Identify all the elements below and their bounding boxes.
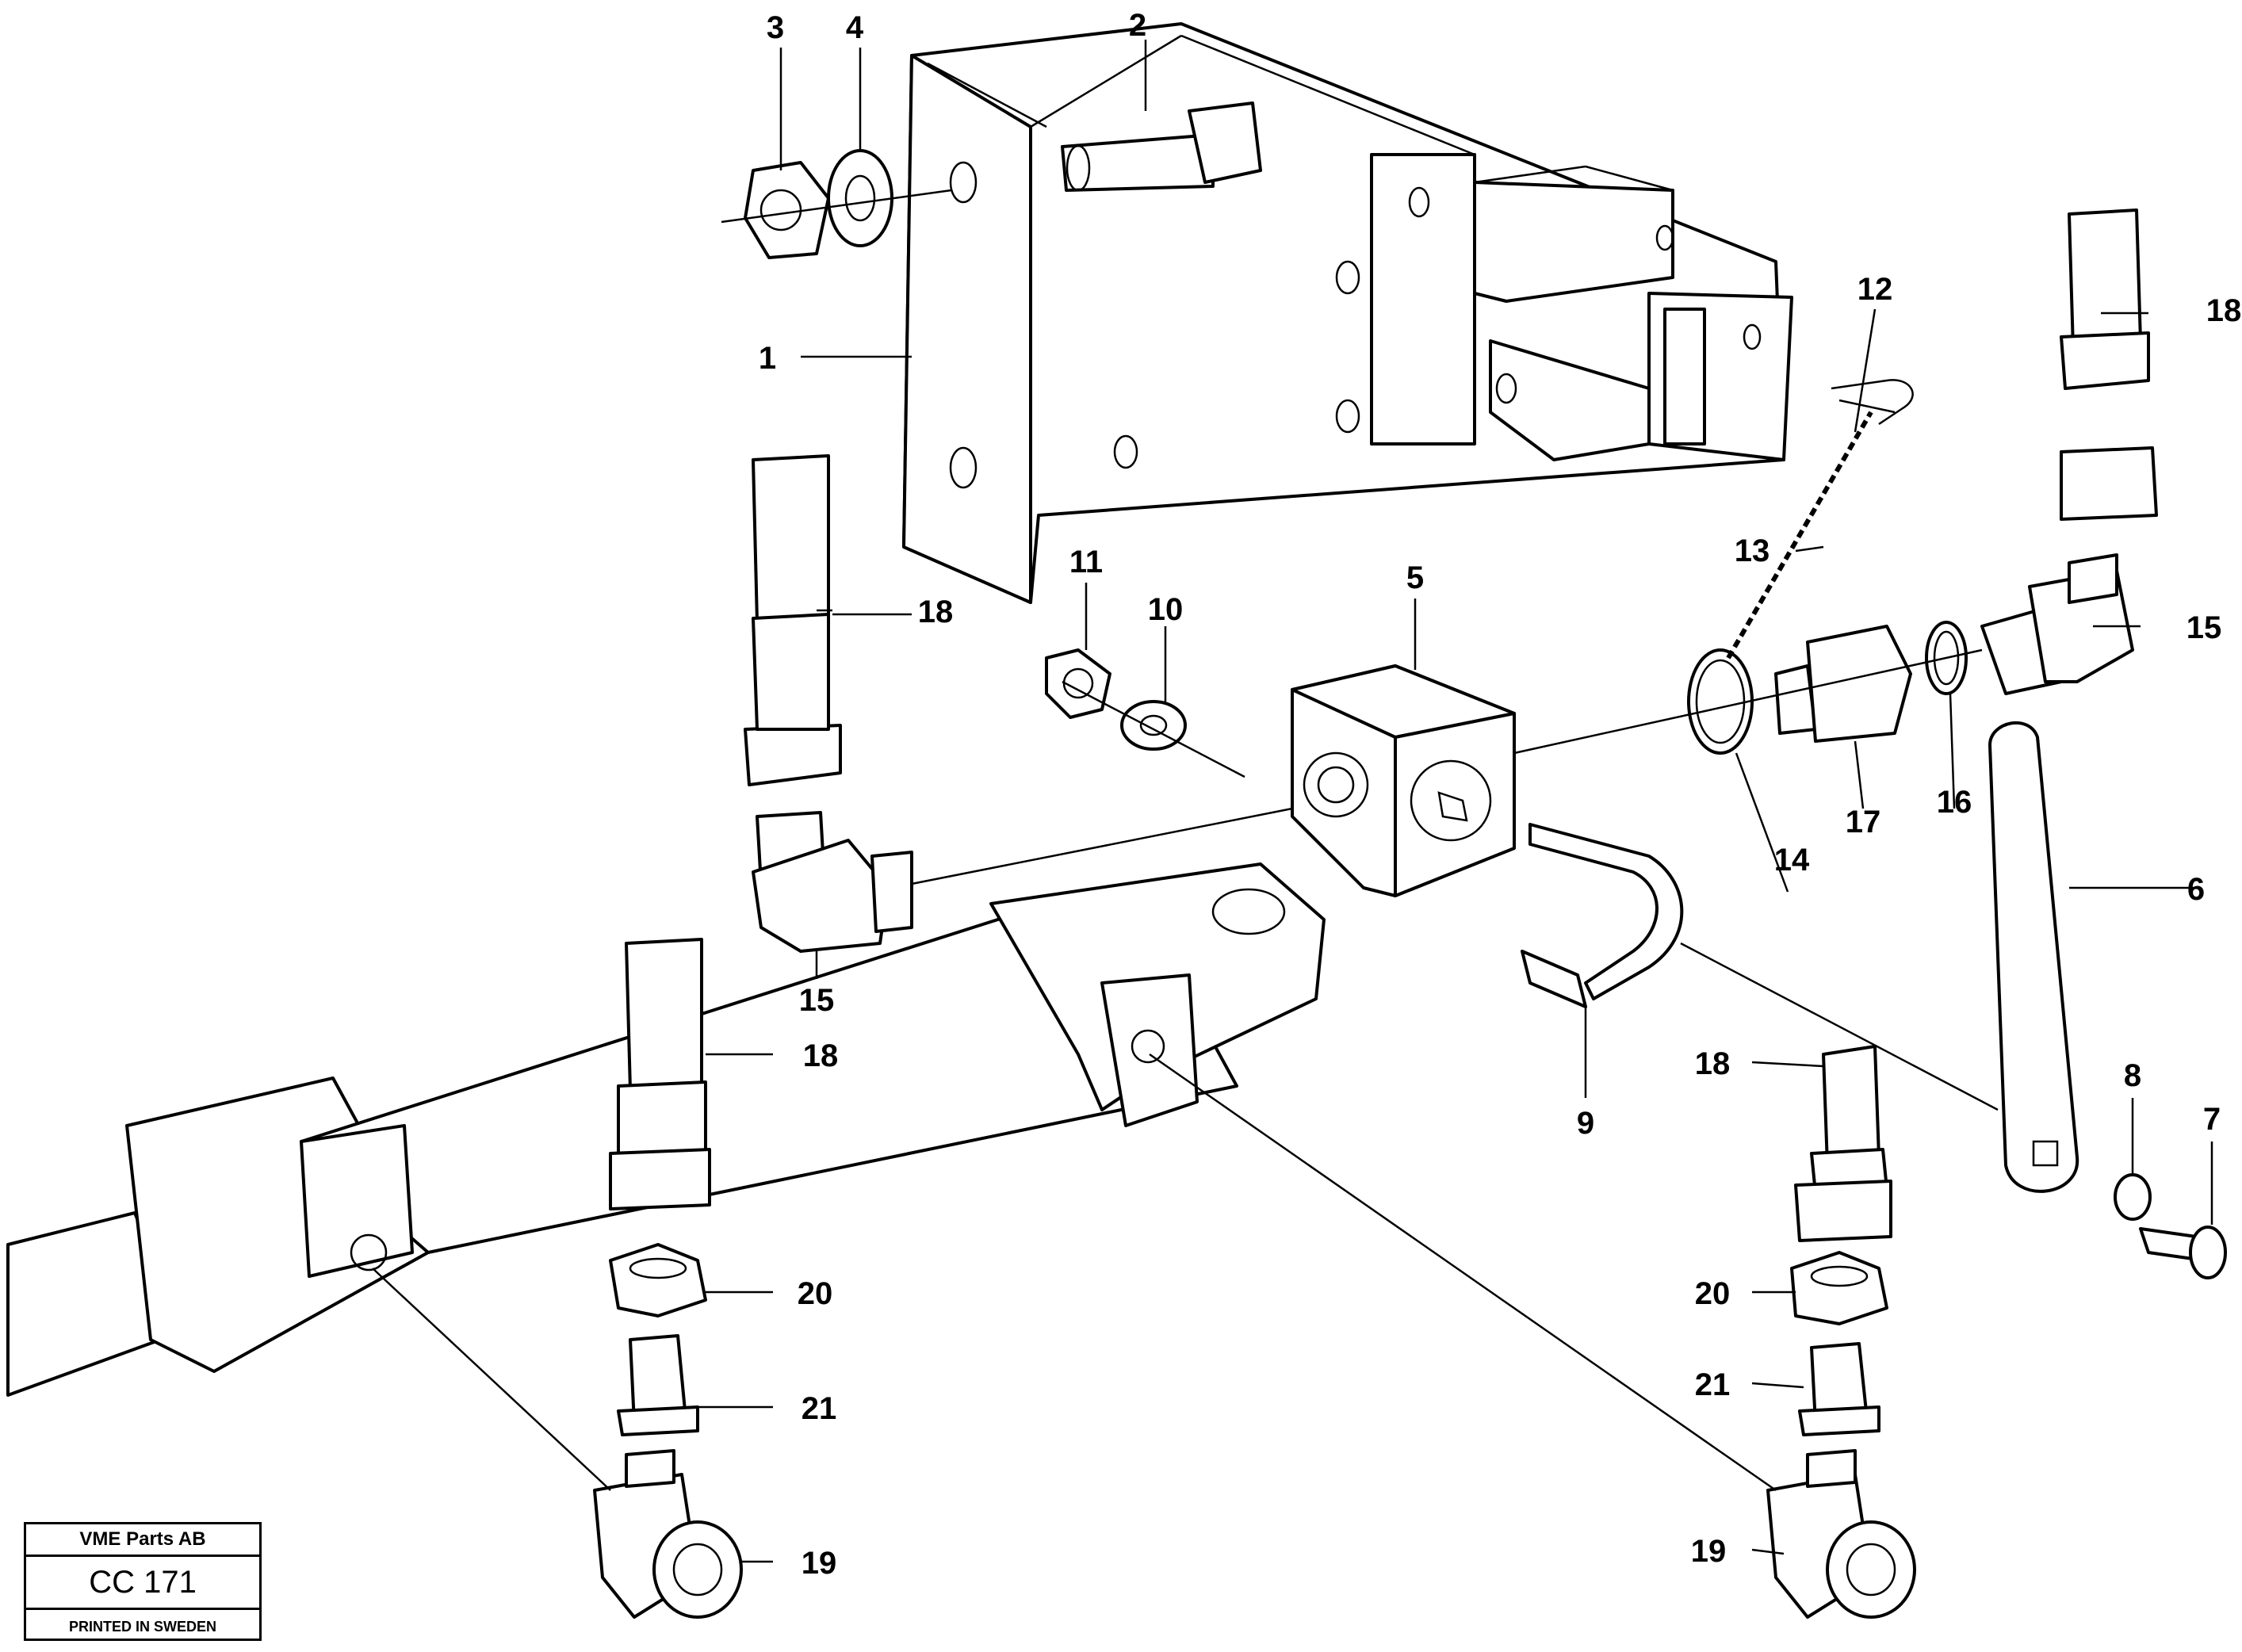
- hose-part-18-left-lower: [609, 938, 711, 1210]
- hydraulic-cylinder: [6, 862, 1326, 1397]
- elbow-part-15-left: [752, 811, 913, 953]
- callout-14: 14: [1774, 843, 1810, 878]
- callout-10: 10: [1148, 592, 1184, 627]
- callout-9: 9: [1577, 1106, 1594, 1141]
- callout-7: 7: [2203, 1102, 2221, 1137]
- washer-part-8: [2114, 1173, 2152, 1221]
- callout-18-right-upper: 18: [2206, 293, 2242, 328]
- ring-part-14: [1687, 648, 1754, 755]
- drawing-code: CC 171: [26, 1557, 259, 1610]
- printed-note: PRINTED IN SWEDEN: [68, 1618, 216, 1635]
- callout-18-left-lower: 18: [803, 1038, 839, 1073]
- nut-part-3: [744, 161, 830, 259]
- callout-5: 5: [1406, 560, 1424, 595]
- callout-17: 17: [1846, 805, 1881, 839]
- callout-8: 8: [2124, 1058, 2141, 1093]
- elbow-part-19-left: [593, 1449, 743, 1619]
- hose-part-18-right-lower: [1794, 1045, 1892, 1242]
- pin-part-12: [1831, 379, 1914, 426]
- callout-3: 3: [767, 10, 784, 45]
- callout-19-left: 19: [802, 1546, 837, 1581]
- nipple-part-21-right: [1798, 1342, 1880, 1436]
- callout-21-right: 21: [1695, 1367, 1731, 1402]
- leader-lines: [694, 40, 2213, 1563]
- elbow-part-19-right: [1766, 1449, 1916, 1619]
- bolt-part-2: [1061, 101, 1262, 192]
- callout-6: 6: [2187, 872, 2205, 907]
- callout-20-right: 20: [1695, 1276, 1731, 1311]
- chain-part-13: [1726, 411, 1873, 660]
- washer-part-4: [827, 149, 893, 247]
- hose-part-18-left-upper: [744, 454, 842, 786]
- callout-18-right-lower: 18: [1695, 1046, 1731, 1081]
- elbow-part-15-right: [1980, 553, 2134, 695]
- coupling-part-17: [1774, 625, 1912, 743]
- callout-16: 16: [1937, 785, 1972, 820]
- nut-part-11: [1045, 648, 1111, 719]
- callout-4: 4: [846, 10, 864, 45]
- callout-18-left-upper: 18: [918, 595, 954, 629]
- hose-part-18-right-upper: [2060, 208, 2158, 521]
- u-bolt-part-9: [1521, 823, 1684, 1008]
- title-block: VME Parts AB CC 171 PRINTED IN SWEDEN: [24, 1522, 262, 1641]
- callout-21-left: 21: [802, 1391, 837, 1426]
- callout-15-left: 15: [799, 983, 835, 1018]
- callout-labels: 3 4 2 1 12 18 18 13 11 5 10 15 17 16 14 …: [759, 8, 2241, 1581]
- callout-13: 13: [1735, 533, 1770, 568]
- screw-part-7: [2139, 1226, 2227, 1279]
- valve-block-part-5: [1291, 664, 1516, 897]
- callout-11: 11: [1069, 545, 1103, 579]
- lever-part-6: [1988, 721, 2079, 1193]
- callout-15-right: 15: [2187, 610, 2222, 645]
- callout-20-left: 20: [798, 1276, 833, 1311]
- nipple-part-21-left: [617, 1334, 699, 1436]
- callout-12: 12: [1857, 272, 1893, 307]
- callout-19-right: 19: [1691, 1534, 1727, 1569]
- callout-1: 1: [759, 341, 776, 376]
- bracket-part-1: [902, 22, 1793, 604]
- nut-part-20-right: [1790, 1251, 1888, 1325]
- callout-2: 2: [1129, 8, 1146, 43]
- nut-part-20-left: [609, 1243, 707, 1317]
- company-name: VME Parts AB: [26, 1524, 259, 1557]
